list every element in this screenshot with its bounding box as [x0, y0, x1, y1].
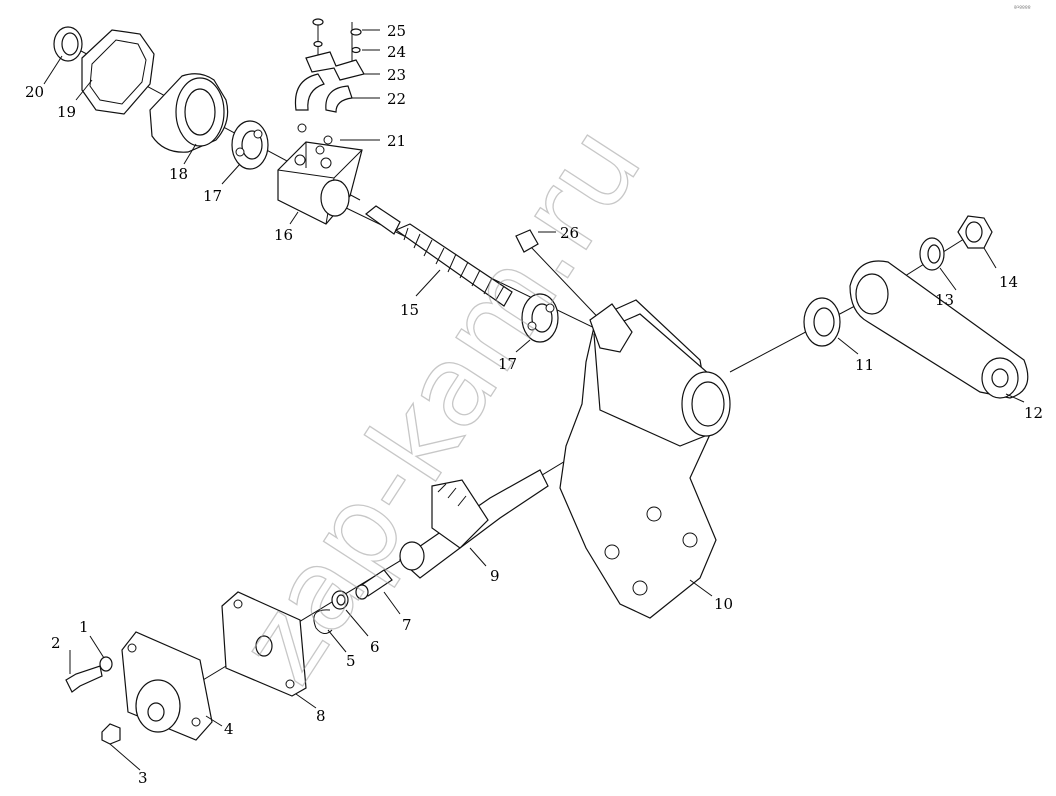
- part-12-pitman-arm: [849, 260, 1029, 399]
- callout-18: 18: [169, 165, 188, 183]
- callout-20: 20: [25, 83, 44, 101]
- callout-19: 19: [57, 103, 76, 121]
- part-11-oil-seal: [803, 297, 841, 347]
- callout-9: 9: [490, 567, 500, 585]
- part-8-gasket: [221, 591, 307, 697]
- callout-23: 23: [387, 66, 406, 84]
- callout-4: 4: [224, 720, 234, 738]
- part-14-nut: [957, 215, 993, 249]
- callout-11: 11: [855, 356, 874, 374]
- callout-16: 16: [274, 226, 293, 244]
- callout-7: 7: [402, 616, 412, 634]
- part-13-lock-washer: [919, 237, 945, 271]
- part-17-bearing-lower: [521, 293, 559, 343]
- callout-15: 15: [400, 301, 419, 319]
- callout-26: 26: [560, 224, 579, 242]
- corner-mark: ª¹ºººº: [1014, 5, 1031, 12]
- part-18-bearing-housing: [149, 73, 229, 153]
- callout-labels: 1 2 3 4 5 6 7 8 9 10 11 12 13 14 15 16 1…: [25, 22, 1043, 787]
- part-24-25-screws: [312, 18, 362, 54]
- part-19-gasket: [81, 29, 155, 115]
- callout-5: 5: [346, 652, 356, 670]
- callout-13: 13: [935, 291, 954, 309]
- callout-22: 22: [387, 90, 406, 108]
- part-15-worm-shaft: [365, 205, 513, 307]
- part-2-bolt: [65, 665, 103, 693]
- callout-17b: 17: [498, 355, 517, 373]
- callout-24: 24: [387, 43, 406, 61]
- part-4-side-cover: [121, 631, 213, 741]
- part-20-oil-seal: [53, 26, 83, 62]
- part-7-adjust-screw: [355, 569, 393, 600]
- callout-2: 2: [51, 634, 61, 652]
- part-21-balls: [297, 123, 333, 145]
- part-1-washer: [99, 656, 113, 672]
- part-10-gear-housing: [559, 299, 731, 619]
- part-22-tubes: [294, 73, 353, 113]
- part-5-snap-ring: [313, 609, 333, 634]
- leader-lines: [43, 29, 1025, 771]
- part-26-plug: [515, 229, 539, 253]
- callout-1: 1: [79, 618, 89, 636]
- callout-8: 8: [316, 707, 326, 725]
- callout-25: 25: [387, 22, 406, 40]
- part-16-valve-block: [277, 141, 363, 225]
- part-17-bearing-upper: [231, 120, 269, 170]
- callout-21: 21: [387, 132, 406, 150]
- part-3-nut: [101, 723, 121, 745]
- callout-12: 12: [1024, 404, 1043, 422]
- callout-10: 10: [714, 595, 733, 613]
- callout-3: 3: [138, 769, 148, 787]
- callout-6: 6: [370, 638, 380, 656]
- callout-17a: 17: [203, 187, 222, 205]
- part-6-washer: [331, 590, 349, 610]
- callout-14: 14: [999, 273, 1018, 291]
- part-9-sector-shaft: [399, 469, 549, 579]
